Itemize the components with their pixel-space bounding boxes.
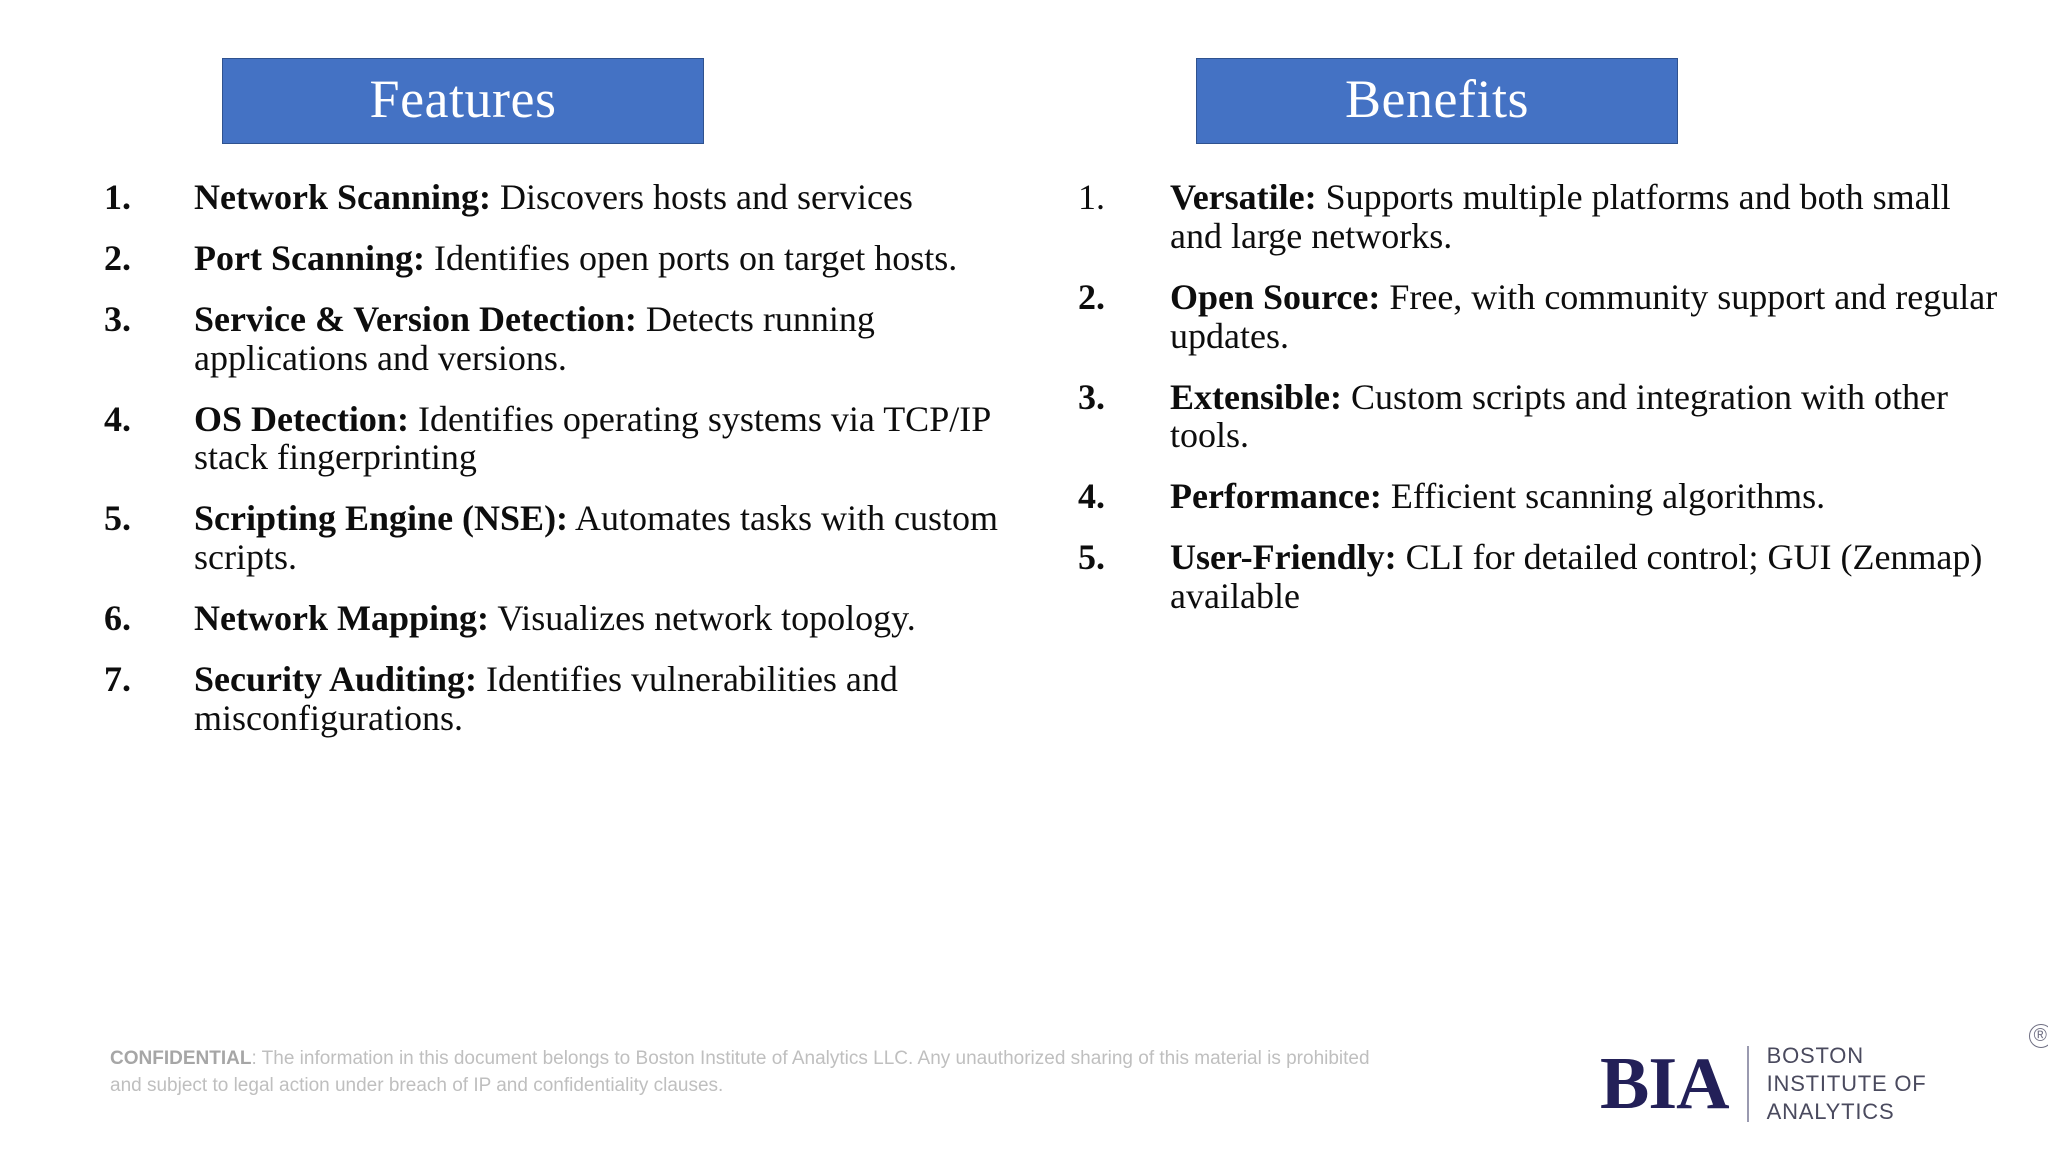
list-item-lead: Extensible: [1170,376,1343,417]
confidential-text: : The information in this document belon… [110,1048,1370,1096]
list-item-lead: Versatile: [1170,177,1317,217]
benefits-header-box: Benefits [1196,58,1678,144]
logo-divider [1746,1046,1749,1122]
list-item-rest: Automates tasks with custom scripts. [194,498,999,578]
list-item-rest: Free, with community support and regular… [1170,276,1998,356]
list-item-body: User-Friendly: CLI for detailed control;… [1170,538,2000,616]
list-item: 6. Network Mapping: Visualizes network t… [96,599,1036,638]
features-column: 1. Network Scanning: Discovers hosts and… [96,178,1036,760]
list-item-body: Performance: Efficient scanning algorith… [1170,477,2000,516]
list-item: 2. Open Source: Free, with community sup… [1070,276,2000,356]
list-item-lead: Open Source: [1170,276,1381,317]
list-item-body: Service & Version Detection: Detects run… [194,298,1036,378]
list-item-lead: Network Mapping: [194,598,489,638]
logo-fullname: BOSTON INSTITUTE OF ANALYTICS ® [1766,1023,2048,1126]
list-item-lead: Port Scanning: [194,237,426,278]
list-item-lead: Security Auditing: [194,658,478,699]
logo-line-2: INSTITUTE OF [1766,1070,1927,1096]
features-header-box: Features [222,58,704,144]
column-headers: Features Benefits [0,0,2048,160]
confidential-footer: CONFIDENTIAL: The information in this do… [110,1046,1370,1100]
list-item-number: 3. [104,298,131,339]
list-item-rest: Identifies operating systems via TCP/IP … [194,398,990,478]
features-header-title: Features [369,69,557,129]
list-item: 4. Performance: Efficient scanning algor… [1070,477,2000,516]
list-item-number: 4. [104,398,131,439]
list-item-body: Scripting Engine (NSE): Automates tasks … [194,499,1036,577]
list-item-rest: Custom scripts and integration with othe… [1170,376,1948,456]
benefits-list: 1. Versatile: Supports multiple platform… [1070,178,2000,616]
list-item-body: OS Detection: Identifies operating syste… [194,398,1036,478]
list-item-rest: CLI for detailed control; GUI (Zenmap) a… [1170,537,1983,616]
list-item-rest: Detects running applications and version… [194,298,875,378]
list-item-body: Extensible: Custom scripts and integrati… [1170,376,2000,456]
list-item-number: 1. [1078,177,1105,217]
list-item-number: 6. [104,598,131,638]
list-item: 3. Service & Version Detection: Detects … [96,298,1036,378]
list-item: 5. Scripting Engine (NSE): Automates tas… [96,499,1036,577]
benefits-header-title: Benefits [1345,69,1529,129]
list-item-number: 3. [1078,376,1105,417]
logo-line-3: ANALYTICS [1766,1099,1895,1125]
list-item: 4. OS Detection: Identifies operating sy… [96,398,1036,478]
logo-line-1: BOSTON [1766,1042,1864,1068]
benefits-column: 1. Versatile: Supports multiple platform… [1070,178,2000,638]
list-item-lead: Scripting Engine (NSE): [194,498,569,539]
logo-wordmark: BIA [1600,1042,1730,1125]
list-item: 2. Port Scanning: Identifies open ports … [96,237,1036,278]
list-item-rest: Identifies vulnerabilities and misconfig… [194,658,898,738]
list-item-number: 2. [104,237,131,278]
list-item-body: Versatile: Supports multiple platforms a… [1170,178,2000,256]
list-item-rest: Discovers hosts and services [491,177,913,217]
list-item-rest: Identifies open ports on target hosts. [425,237,958,278]
features-list: 1. Network Scanning: Discovers hosts and… [96,178,1036,738]
list-item: 7. Security Auditing: Identifies vulnera… [96,658,1036,738]
list-item-lead: User-Friendly: [1170,537,1397,578]
list-item-lead: Network Scanning: [194,177,492,217]
list-item: 1. Versatile: Supports multiple platform… [1070,178,2000,256]
list-item-body: Network Mapping: Visualizes network topo… [194,599,1036,638]
list-item-rest: Supports multiple platforms and both sma… [1170,177,1951,256]
list-item-lead: Performance: [1170,476,1382,517]
confidential-label: CONFIDENTIAL [110,1048,252,1069]
list-item-lead: OS Detection: [194,398,409,439]
list-item-number: 5. [1078,537,1105,578]
list-item-number: 7. [104,658,131,699]
list-item-body: Network Scanning: Discovers hosts and se… [194,178,1036,217]
list-item: 1. Network Scanning: Discovers hosts and… [96,178,1036,217]
list-item-number: 1. [104,177,131,217]
list-item-body: Open Source: Free, with community suppor… [1170,276,2000,356]
list-item-rest: Visualizes network topology. [489,598,916,638]
list-item-number: 2. [1078,276,1105,317]
list-item-number: 4. [1078,476,1105,517]
list-item-body: Security Auditing: Identifies vulnerabil… [194,658,1036,738]
list-item: 3. Extensible: Custom scripts and integr… [1070,376,2000,456]
list-item-number: 5. [104,498,131,539]
list-item: 5. User-Friendly: CLI for detailed contr… [1070,538,2000,616]
bia-logo: BIA BOSTON INSTITUTE OF ANALYTICS ® [1600,1023,2048,1130]
list-item-rest: Efficient scanning algorithms. [1381,476,1826,517]
registered-trademark-icon: ® [2028,1023,2048,1048]
list-item-lead: Service & Version Detection: [194,298,637,339]
list-item-body: Port Scanning: Identifies open ports on … [194,237,1036,278]
